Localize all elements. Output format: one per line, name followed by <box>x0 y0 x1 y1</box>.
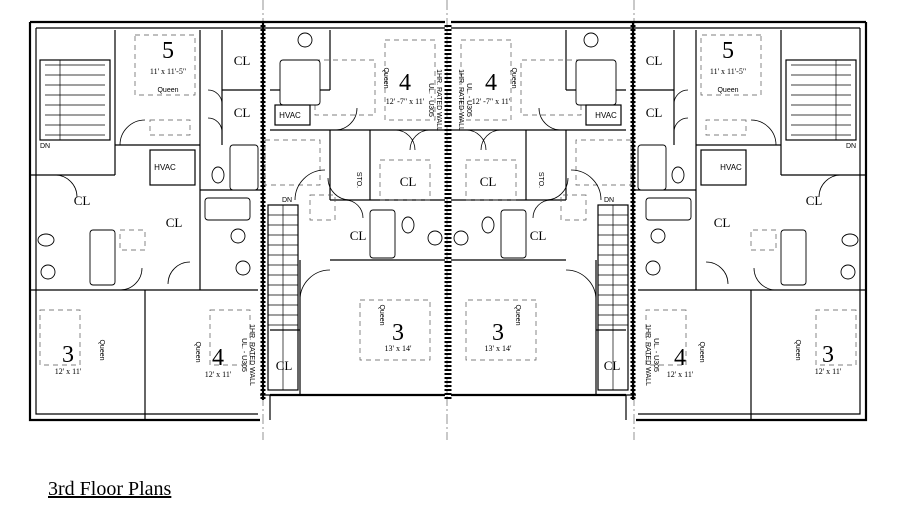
bedroom5-left-dim: 11' x 11'-5" <box>150 67 186 76</box>
down-label: DN <box>846 143 856 150</box>
bedroom4-side-right-number: 4 <box>674 345 686 371</box>
closet-label: CL <box>604 358 621 373</box>
closet-label: CL <box>166 215 183 230</box>
down-label: DN <box>282 197 292 204</box>
floor-plan-drawing: 5 11' x 11'-5" Queen 4 12' -7" x 11' Que… <box>0 0 900 440</box>
bedroom3-mid-left-bed: Queen <box>378 304 385 325</box>
hvac-label: HVAC <box>154 163 176 172</box>
down-label: DN <box>40 143 50 150</box>
closet-label: CL <box>276 358 293 373</box>
bedroom5-left-bed: Queen <box>157 87 178 94</box>
bedroom4-top-right-dim: 12' -7" x 11' <box>472 97 511 106</box>
rated-wall-sub-label: UL. - U305 <box>465 83 472 117</box>
bedroom4-top-right-number: 4 <box>485 70 497 96</box>
rated-wall-label: 1HR. RATED WALL <box>248 324 255 386</box>
bedroom3-side-left-bed: Queen <box>98 339 105 360</box>
closet-label: CL <box>480 174 497 189</box>
bedroom5-right-dim: 11' x 11'-5" <box>710 67 746 76</box>
closet-label: CL <box>234 105 251 120</box>
bedroom4-top-right-bed: Queen <box>510 67 517 88</box>
bedroom4-side-left-number: 4 <box>212 345 224 371</box>
rated-wall-sub-label: UL. - U305 <box>652 338 659 372</box>
bedroom4-side-right-dim: 12' x 11' <box>667 370 694 379</box>
closet-label: CL <box>806 193 823 208</box>
rated-wall-sub-label: UL. - U305 <box>240 338 247 372</box>
bedroom3-side-left-number: 3 <box>62 342 74 368</box>
bedroom3-mid-right-number: 3 <box>492 320 504 346</box>
rated-wall-label: 1HR. RATED WALL <box>644 324 651 386</box>
bedroom4-top-left-dim: 12' -7" x 11' <box>386 97 425 106</box>
closet-label: CL <box>646 53 663 68</box>
down-label: DN <box>604 197 614 204</box>
bedroom3-mid-left-dim: 13' x 14' <box>385 344 412 353</box>
bedroom3-side-right-bed: Queen <box>794 339 801 360</box>
closet-label: CL <box>530 228 547 243</box>
hvac-label: HVAC <box>279 111 301 120</box>
bedroom4-side-right-bed: Queen <box>698 341 705 362</box>
bedroom4-side-left-dim: 12' x 11' <box>205 370 232 379</box>
bedroom4-top-left-bed: Queen <box>382 67 389 88</box>
bedroom3-mid-right-dim: 13' x 14' <box>485 344 512 353</box>
rated-wall-label: 1HR. RATED WALL <box>457 69 464 131</box>
storage-label: STO. <box>355 172 362 188</box>
hvac-label: HVAC <box>720 163 742 172</box>
bedroom3-side-right-dim: 12' x 11' <box>815 367 842 376</box>
bedroom3-side-right-number: 3 <box>822 342 834 368</box>
bedroom4-top-left-number: 4 <box>399 70 411 96</box>
bedroom3-side-left-dim: 12' x 11' <box>55 367 82 376</box>
bedroom5-left-number: 5 <box>162 38 174 64</box>
rated-wall-label: 1HR. RATED WALL <box>435 69 442 131</box>
closet-label: CL <box>646 105 663 120</box>
hvac-label: HVAC <box>595 111 617 120</box>
bedroom4-side-left-bed: Queen <box>194 341 201 362</box>
closet-label: CL <box>74 193 91 208</box>
closet-label: CL <box>234 53 251 68</box>
storage-label: STO. <box>537 172 544 188</box>
bedroom3-mid-right-bed: Queen <box>514 304 521 325</box>
bedroom5-right-bed: Queen <box>717 87 738 94</box>
plan-title: 3rd Floor Plans <box>48 478 172 500</box>
closet-label: CL <box>350 228 367 243</box>
rated-wall-sub-label: UL. - U305 <box>427 83 434 117</box>
bedroom3-mid-left-number: 3 <box>392 320 404 346</box>
closet-label: CL <box>400 174 417 189</box>
bedroom5-right-number: 5 <box>722 38 734 64</box>
closet-label: CL <box>714 215 731 230</box>
